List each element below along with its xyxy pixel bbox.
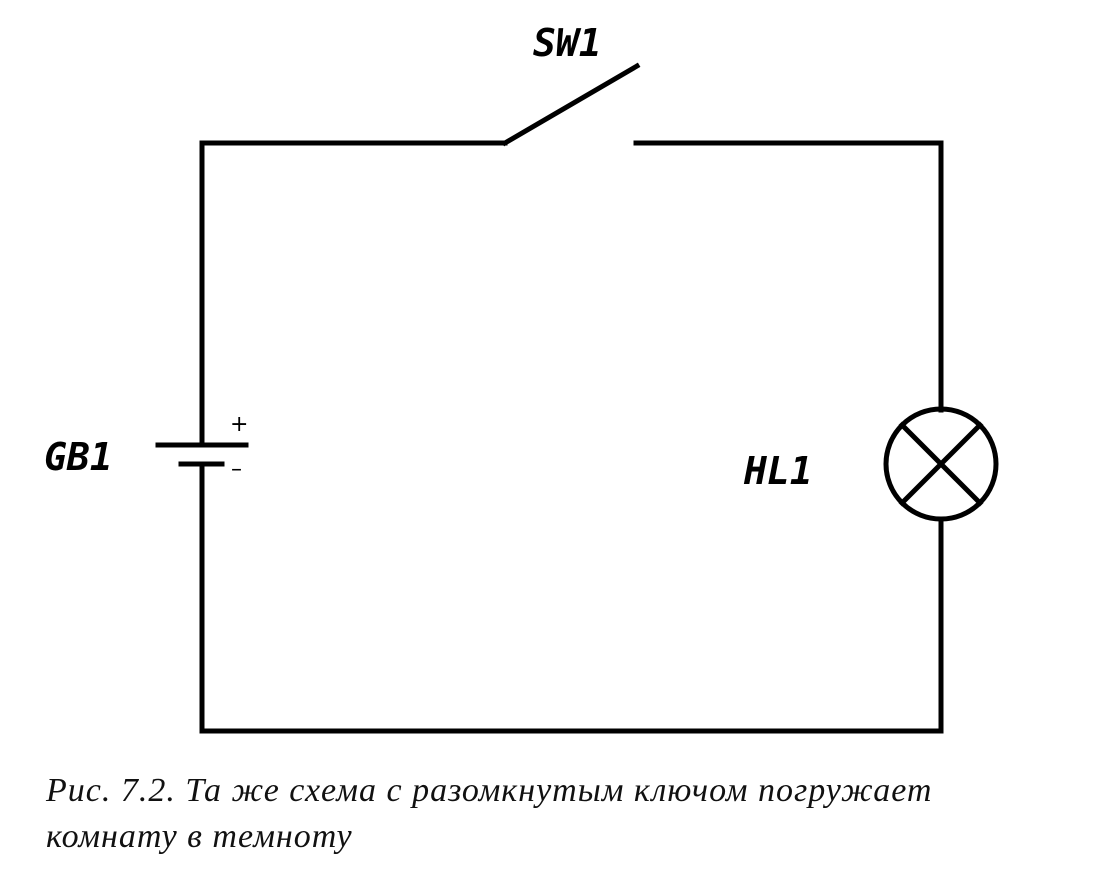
switch-blade — [501, 62, 641, 147]
lamp-body — [883, 406, 999, 522]
wire-right-top — [633, 140, 944, 413]
battery-minus-sign: – — [231, 457, 242, 482]
battery-plus-sign: + — [230, 412, 249, 437]
wire-right-bottom — [199, 519, 944, 734]
battery-label: GB1 — [44, 435, 113, 479]
figure-caption: Рис. 7.2. Та же схема с разомкнутым ключ… — [46, 768, 1046, 860]
caption-line-1: Рис. 7.2. Та же схема с разомкнутым ключ… — [46, 772, 933, 809]
wire-left-top — [199, 140, 508, 448]
lamp-label: HL1 — [744, 449, 813, 493]
lamp-cross-b — [898, 421, 984, 507]
switch-label: SW1 — [533, 21, 602, 65]
caption-line-2: комнату в темноту — [46, 818, 353, 855]
